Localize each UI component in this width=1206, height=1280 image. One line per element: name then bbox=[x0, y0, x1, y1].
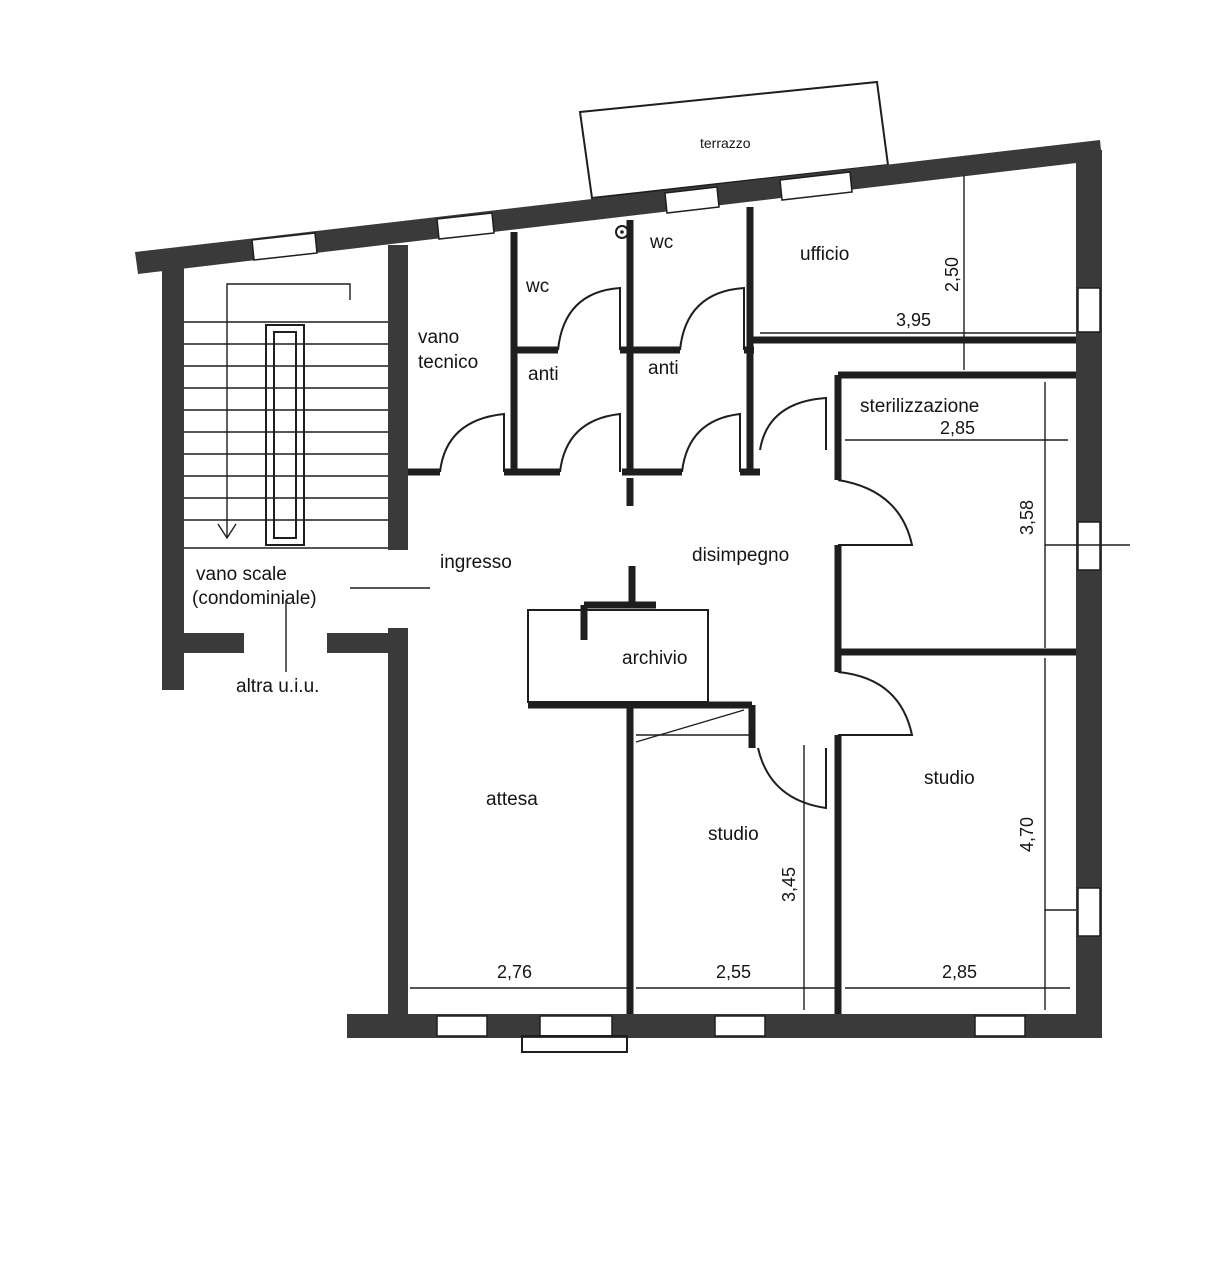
label-anti-right: anti bbox=[648, 358, 679, 379]
dim-study-center-width: 2,55 bbox=[716, 962, 751, 982]
north-wall bbox=[135, 140, 1102, 274]
west-wall-stair bbox=[162, 262, 184, 690]
label-other-unit: altra u.i.u. bbox=[236, 676, 319, 697]
label-technical-room-2: tecnico bbox=[418, 352, 478, 373]
label-anti-left: anti bbox=[528, 364, 559, 385]
window-east-2 bbox=[1077, 521, 1101, 571]
vent-marker-icon bbox=[615, 225, 629, 239]
label-terrace: terrazzo bbox=[700, 135, 751, 151]
staircase bbox=[184, 283, 388, 549]
label-stairwell-2: (condominiale) bbox=[192, 588, 317, 609]
label-study-right: studio bbox=[924, 768, 975, 789]
label-wc-left: wc bbox=[525, 276, 549, 297]
window-south-1 bbox=[436, 1015, 488, 1037]
stair-bottom-wall-right bbox=[327, 633, 407, 653]
interior-walls bbox=[408, 207, 1076, 1014]
label-sterilization: sterilizzazione bbox=[860, 396, 979, 417]
dim-office-width: 3,95 bbox=[896, 310, 931, 330]
dim-sterilization-height: 3,58 bbox=[1017, 500, 1037, 535]
label-archive: archivio bbox=[622, 648, 687, 669]
dim-study-right-width: 2,85 bbox=[942, 962, 977, 982]
dimension-lines bbox=[285, 175, 1130, 1010]
west-wall-main-lower bbox=[388, 628, 408, 1024]
dim-study-center-height: 3,45 bbox=[779, 867, 799, 902]
dim-sterilization-width: 2,85 bbox=[940, 418, 975, 438]
window-south-4 bbox=[974, 1015, 1026, 1037]
window-tech bbox=[436, 212, 495, 240]
label-stairwell-1: vano scale bbox=[196, 564, 287, 585]
stair-bottom-wall-left bbox=[162, 633, 244, 653]
archive-box bbox=[527, 609, 709, 703]
window-office bbox=[779, 171, 853, 201]
west-wall-main-upper bbox=[388, 245, 408, 550]
label-hallway: disimpegno bbox=[692, 545, 789, 566]
window-east-1 bbox=[1077, 287, 1101, 333]
label-technical-room-1: vano bbox=[418, 327, 459, 348]
window-south-2 bbox=[539, 1015, 613, 1037]
label-entrance: ingresso bbox=[440, 552, 512, 573]
label-wc-right: wc bbox=[649, 232, 673, 253]
door-swings bbox=[439, 286, 914, 810]
label-study-center: studio bbox=[708, 824, 759, 845]
label-office: ufficio bbox=[800, 244, 849, 265]
window-wc-right bbox=[664, 186, 720, 214]
window-south-balcony bbox=[521, 1035, 628, 1053]
dim-study-right-height: 4,70 bbox=[1017, 817, 1037, 852]
dim-waiting-width: 2,76 bbox=[497, 962, 532, 982]
label-waiting: attesa bbox=[486, 789, 538, 810]
dim-office-height: 2,50 bbox=[942, 257, 962, 292]
window-stair bbox=[251, 232, 318, 261]
window-east-3 bbox=[1077, 887, 1101, 937]
window-south-3 bbox=[714, 1015, 766, 1037]
